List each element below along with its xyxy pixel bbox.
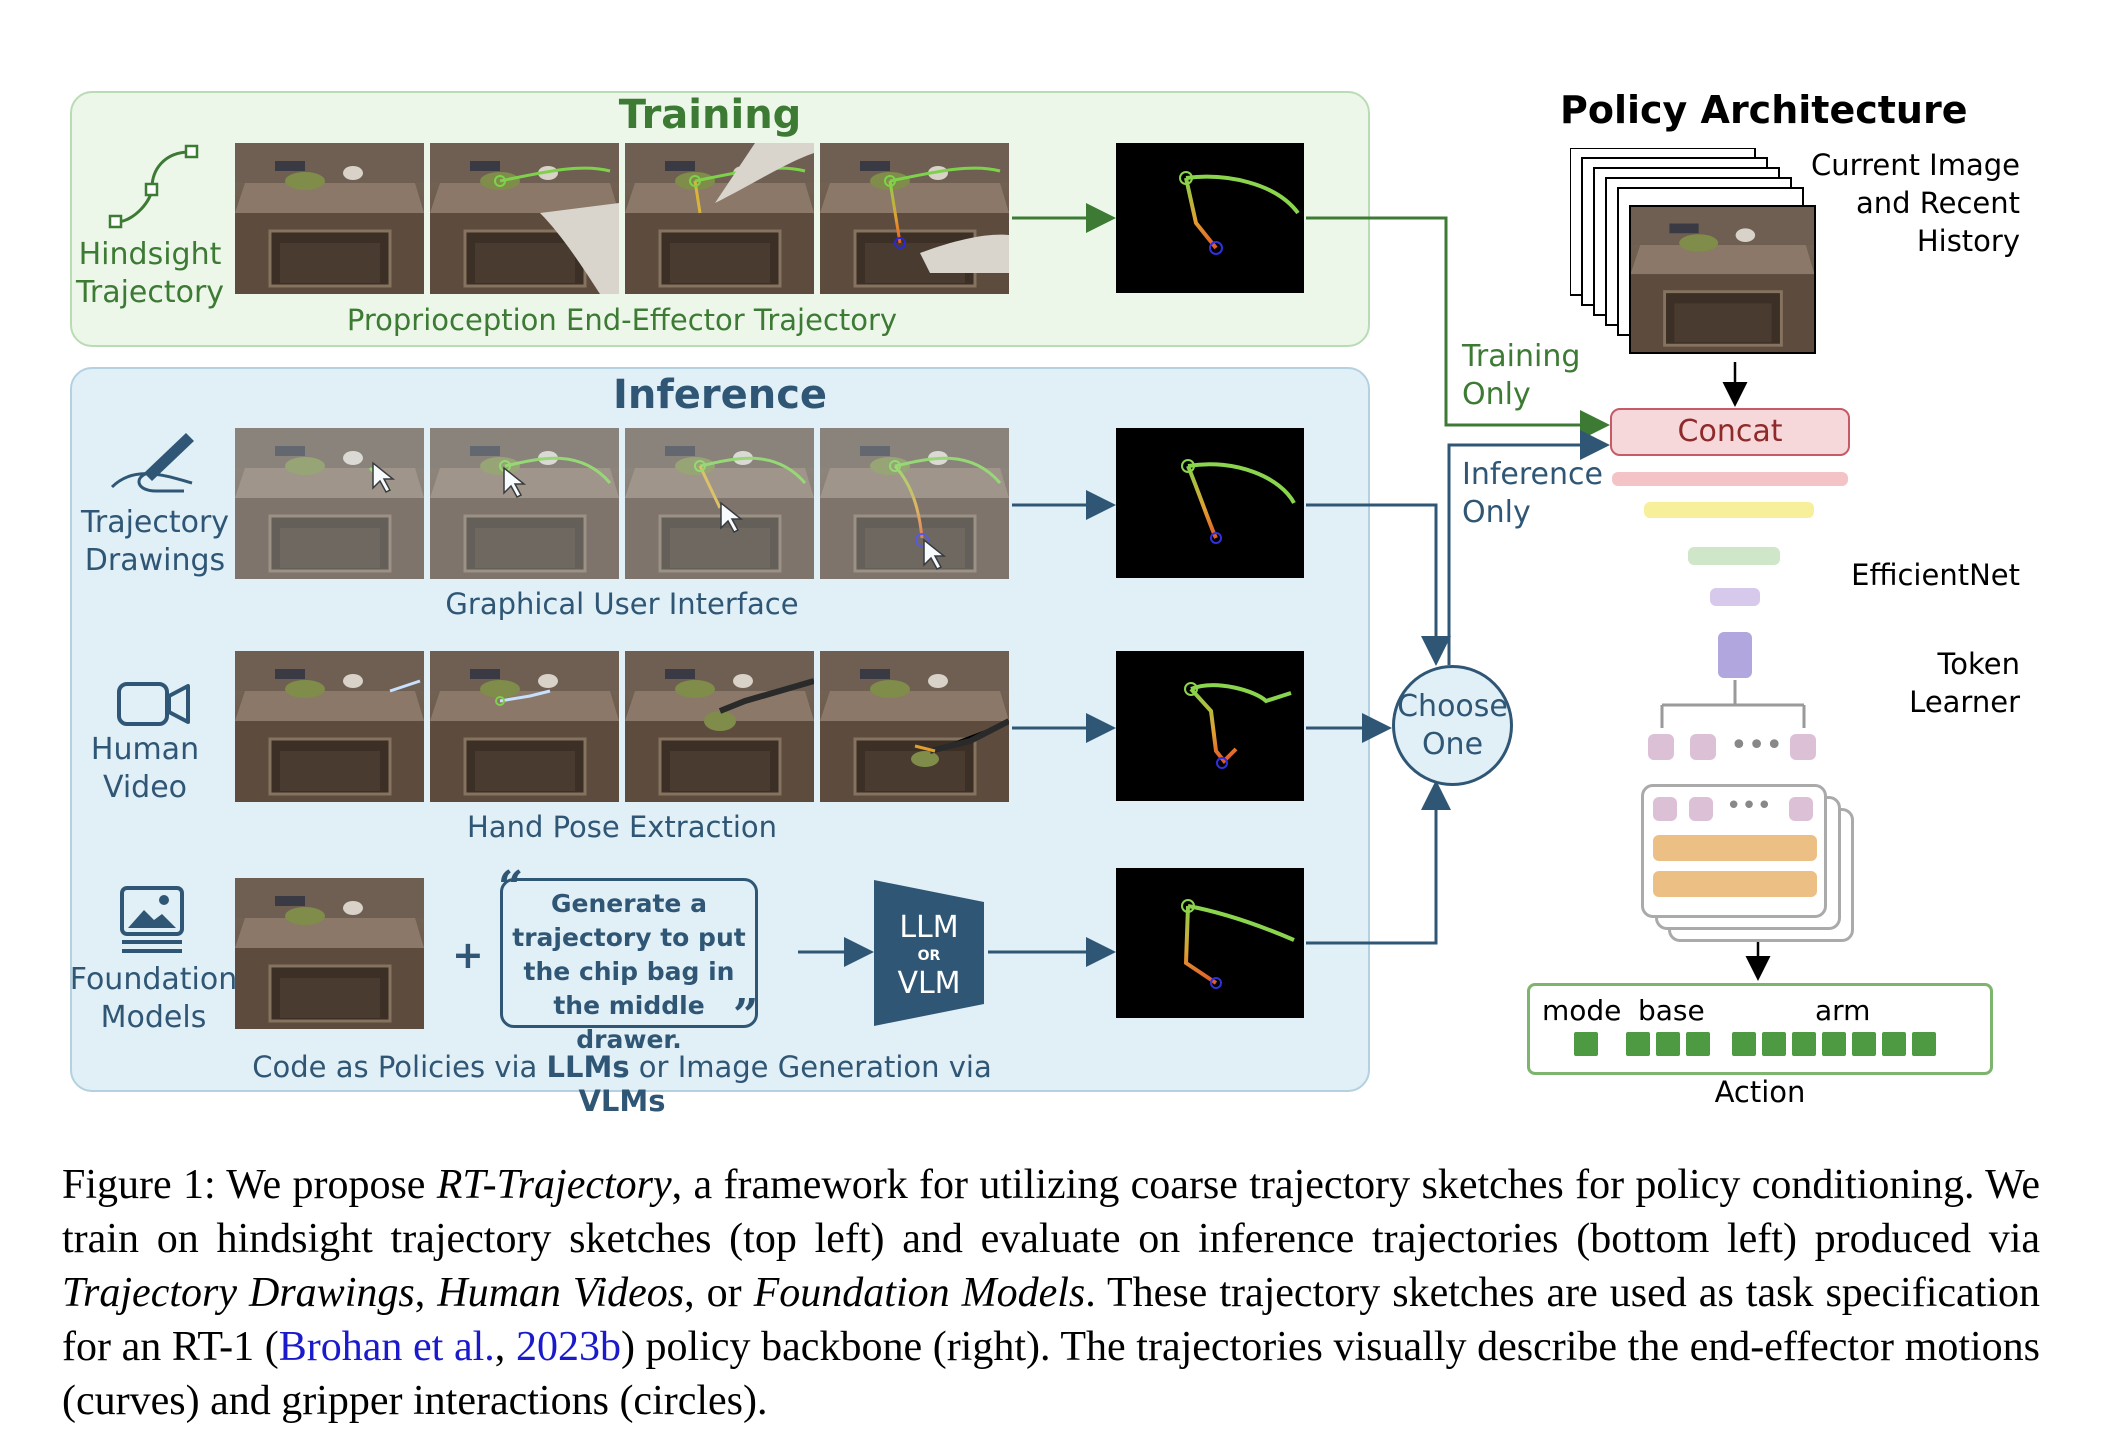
token-3 — [1790, 734, 1816, 760]
image-history-stack — [1569, 147, 1830, 363]
llm-vlm-block: LLM OR VLM — [874, 880, 984, 1026]
prompt-box: Generate a trajectory to put the chip ba… — [500, 878, 758, 1054]
token-learner-label: Token Learner — [1909, 647, 2020, 719]
citation-year-link[interactable]: 2023b — [515, 1324, 621, 1370]
training-frame-3 — [625, 143, 814, 294]
concat-block: Concat — [1610, 408, 1850, 456]
video-sketch — [1116, 651, 1304, 801]
hindsight-trajectory-icon — [104, 140, 204, 236]
vlm-text: VLM — [897, 966, 961, 1001]
transformer-ellipsis: ••• — [1726, 791, 1773, 821]
plus-sign: + — [452, 933, 484, 977]
token-1 — [1648, 734, 1674, 760]
open-quote-icon: “ — [498, 862, 524, 913]
action-arm-token — [1762, 1032, 1786, 1056]
efficientnet-layer-2 — [1644, 502, 1814, 518]
action-base-label: base — [1638, 994, 1705, 1027]
prompt-text: Generate a trajectory to put the chip ba… — [512, 889, 746, 1054]
efficientnet-layer-1 — [1612, 472, 1848, 486]
efficientnet-layer-3 — [1688, 547, 1780, 565]
action-box: mode base arm — [1527, 983, 1993, 1075]
gui-frame-3 — [625, 428, 814, 579]
video-frame-3 — [625, 651, 814, 802]
foundation-models-label: Foundation Models — [69, 962, 238, 1035]
citation-authors-link[interactable]: Brohan et al. — [278, 1324, 495, 1370]
action-arm-label: arm — [1815, 994, 1871, 1027]
current-image-label: Current Image and Recent History — [1811, 148, 2020, 258]
action-arm-token — [1882, 1032, 1906, 1056]
action-arm-token — [1912, 1032, 1936, 1056]
transformer-token-2 — [1689, 797, 1713, 821]
gui-frame-4 — [820, 428, 1009, 579]
hindsight-trajectory-label: Hindsight Trajectory — [75, 237, 225, 310]
close-quote-icon: ” — [733, 990, 759, 1041]
action-arm-token — [1852, 1032, 1876, 1056]
efficientnet-layer-4 — [1710, 588, 1760, 606]
efficientnet-label: EfficientNet — [1851, 558, 2020, 592]
transformer-row-1 — [1653, 835, 1817, 861]
or-text: OR — [917, 948, 941, 964]
training-caption: Proprioception End-Effector Trajectory — [346, 303, 898, 337]
foundation-sketch — [1116, 868, 1304, 1018]
token-ellipsis: ••• — [1730, 728, 1784, 763]
transformer-token-3 — [1789, 797, 1813, 821]
inference-title: Inference — [612, 372, 828, 418]
action-arm-token — [1732, 1032, 1756, 1056]
image-icon — [118, 886, 186, 960]
action-base-token — [1656, 1032, 1680, 1056]
gui-sketch — [1116, 428, 1304, 578]
figure-caption: Figure 1: We propose RT-Trajectory, a fr… — [62, 1162, 2041, 1424]
llm-text: LLM — [899, 910, 959, 945]
video-frame-1 — [235, 651, 424, 802]
choose-one-node: Choose One — [1392, 665, 1513, 786]
token-2 — [1690, 734, 1716, 760]
policy-architecture-title: Policy Architecture — [1560, 88, 1968, 132]
action-mode-token — [1574, 1032, 1598, 1056]
video-caption: Hand Pose Extraction — [467, 810, 777, 844]
training-title: Training — [618, 92, 802, 138]
action-base-token — [1626, 1032, 1650, 1056]
transformer-layer-front: ••• — [1641, 784, 1827, 918]
trajectory-drawings-label: Trajectory Drawings — [80, 505, 230, 578]
action-label: Action — [1714, 1075, 1806, 1109]
action-arm-token — [1822, 1032, 1846, 1056]
training-frame-2 — [430, 143, 619, 294]
action-mode-label: mode — [1542, 994, 1622, 1027]
foundation-caption: Code as Policies via LLMs or Image Gener… — [252, 1050, 992, 1118]
gui-frame-2 — [430, 428, 619, 579]
action-base-token — [1686, 1032, 1710, 1056]
token-block — [1718, 632, 1752, 678]
gui-frame-1 — [235, 428, 424, 579]
video-camera-icon — [116, 678, 192, 734]
gui-caption: Graphical User Interface — [445, 587, 799, 621]
training-sketch — [1116, 143, 1304, 293]
human-video-label: Human Video — [90, 732, 200, 805]
transformer-row-2 — [1653, 871, 1817, 897]
action-arm-token — [1792, 1032, 1816, 1056]
training-only-label: Training Only — [1462, 339, 1581, 412]
video-frame-2 — [430, 651, 619, 802]
pen-drawing-icon — [104, 425, 200, 501]
inference-only-label: Inference Only — [1462, 457, 1603, 530]
transformer-token-1 — [1653, 797, 1677, 821]
training-frame-4 — [820, 143, 1009, 294]
video-frame-4 — [820, 651, 1009, 802]
